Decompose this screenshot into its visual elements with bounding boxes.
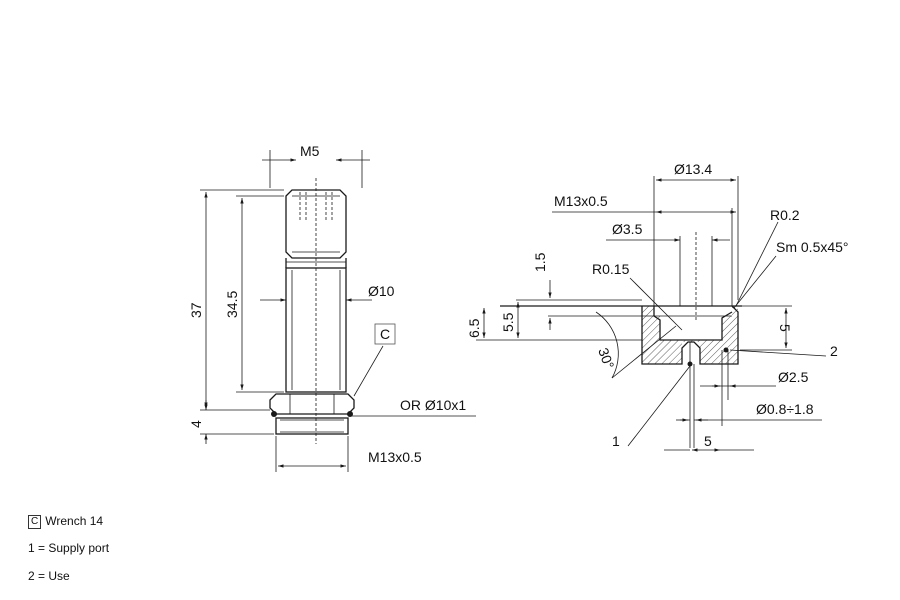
dim-d10: Ø10 — [368, 283, 395, 299]
dim-1-5: 1.5 — [532, 252, 548, 272]
dim-34-5: 34.5 — [224, 291, 240, 318]
right-port-section: Ø13.4 M13x0.5 R0.2 Ø3.5 Sm 0.5x45° 1.5 R… — [466, 161, 849, 452]
wrench-marker-box — [374, 323, 396, 345]
dim-6-5: 6.5 — [466, 318, 482, 338]
dim-d2-5: Ø2.5 — [778, 369, 809, 385]
legend-wrench-marker: C — [28, 515, 42, 529]
dim-5-5: 5.5 — [500, 312, 516, 332]
dim-m13-right: M13x0.5 — [554, 193, 608, 209]
dim-d3-5: Ø3.5 — [612, 221, 643, 237]
dim-4: 4 — [188, 420, 204, 428]
dim-r0-2: R0.2 — [770, 207, 800, 223]
dim-m13-left: M13x0.5 — [368, 449, 422, 465]
left-fitting-view: M5 37 34.5 4 Ø10 C OR Ø10x1 M13x0.5 — [188, 143, 476, 472]
wrench-marker: C — [380, 326, 390, 342]
port-label-2: 2 — [830, 343, 838, 359]
dim-or-seal: OR Ø10x1 — [400, 397, 466, 413]
dim-5-right: 5 — [777, 324, 793, 332]
dim-r0-15: R0.15 — [592, 261, 630, 277]
port-label-1: 1 — [612, 433, 620, 449]
dim-m5: M5 — [300, 143, 320, 159]
legend-port-1: 1 = Supply port — [28, 541, 110, 555]
dim-5-bottom: 5 — [704, 433, 712, 449]
dim-angle-30: 30° — [595, 346, 617, 371]
dim-d13-4: Ø13.4 — [674, 161, 712, 177]
legend-wrench-text: Wrench 14 — [45, 514, 104, 528]
legend-port-2: 2 = Use — [28, 569, 70, 583]
dim-chamfer: Sm 0.5x45° — [776, 239, 849, 255]
dim-d0-8: Ø0.8÷1.8 — [756, 401, 814, 417]
dim-37: 37 — [188, 302, 204, 318]
